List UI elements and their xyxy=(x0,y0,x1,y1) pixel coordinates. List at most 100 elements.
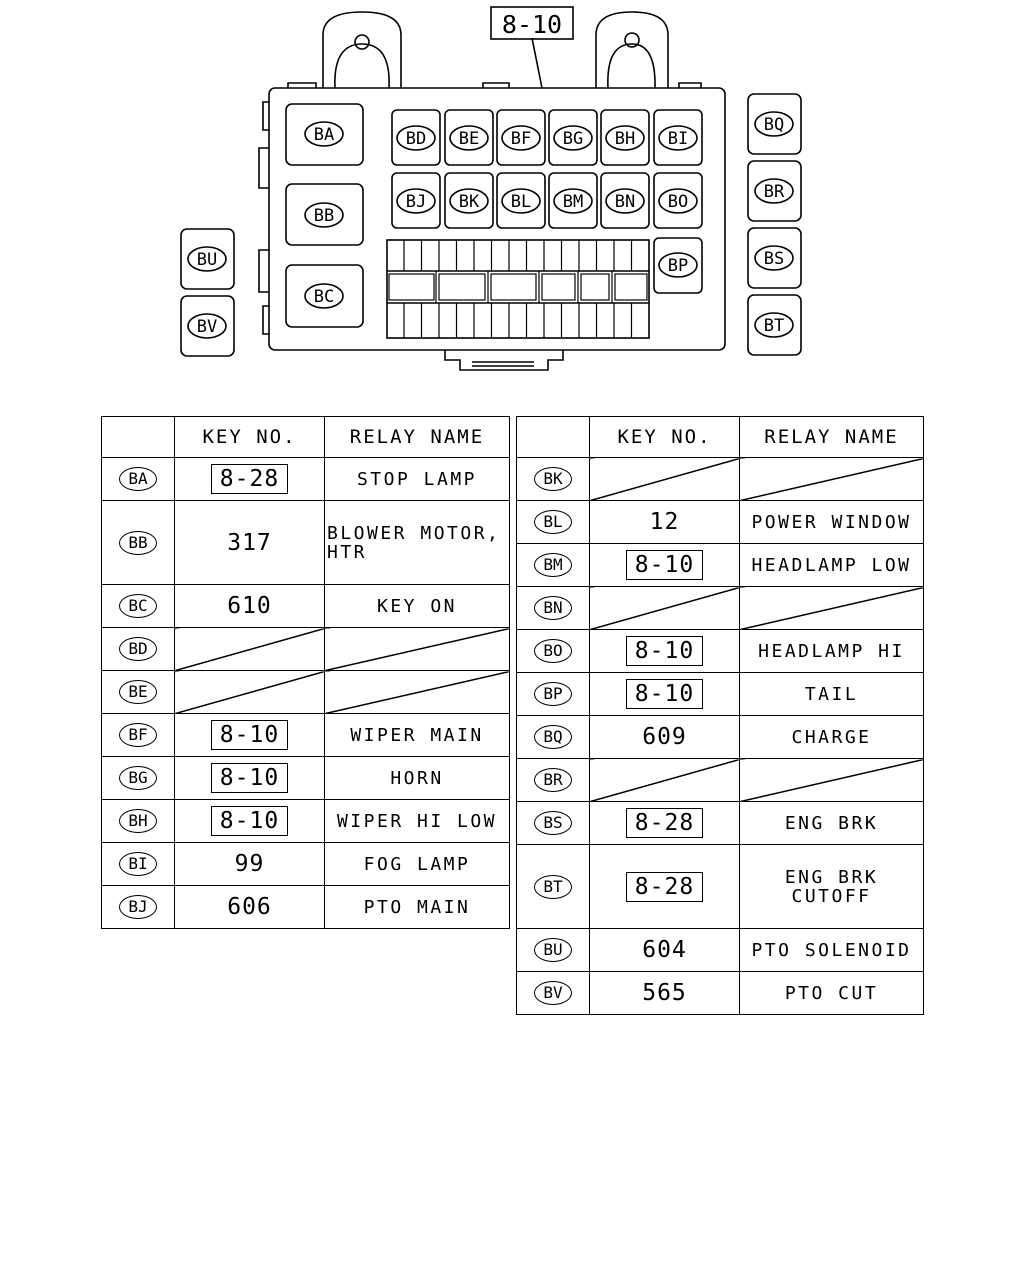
relay-ba: BA xyxy=(304,121,344,147)
key-no: 8-28 xyxy=(625,808,704,838)
header-code xyxy=(516,416,590,458)
relay-code-cell: BR xyxy=(516,758,590,802)
relay-code: BQ xyxy=(534,725,572,749)
relay-bs: BS xyxy=(754,245,794,271)
relay-name-cell: POWER WINDOW xyxy=(739,500,924,544)
svg-text:BN: BN xyxy=(615,192,635,212)
key-no: 606 xyxy=(227,894,272,920)
relay-code: BN xyxy=(534,596,572,620)
relay-code-cell: BG xyxy=(101,756,175,800)
table-row: BR xyxy=(516,758,924,802)
relay-name: PTO MAIN xyxy=(363,897,471,918)
key-no-cell xyxy=(589,758,740,802)
key-no-cell: 12 xyxy=(589,500,740,544)
relay-code: BI xyxy=(119,852,157,876)
key-no-cell: 8-10 xyxy=(174,799,325,843)
relay-code: BB xyxy=(119,530,157,555)
relay-bq: BQ xyxy=(754,111,794,137)
relay-code: BF xyxy=(119,723,157,747)
relay-code-cell: BB xyxy=(101,500,175,585)
relay-be: BE xyxy=(449,125,489,151)
key-no-cell: 99 xyxy=(174,842,325,886)
relay-name-cell xyxy=(324,627,510,671)
relay-code-cell: BO xyxy=(516,629,590,673)
key-no-cell: 8-28 xyxy=(589,801,740,845)
relay-name-cell: BLOWER MOTOR, HTR xyxy=(324,500,510,585)
relay-name: HEADLAMP HI xyxy=(758,641,905,662)
svg-text:BR: BR xyxy=(764,182,785,202)
relay-code: BJ xyxy=(119,895,157,919)
relay-name-cell xyxy=(739,457,924,501)
relay-bv: BV xyxy=(187,313,227,339)
key-no: 8-10 xyxy=(625,679,704,709)
key-no-cell xyxy=(174,627,325,671)
relay-code: BP xyxy=(534,682,572,706)
relay-code-cell: BL xyxy=(516,500,590,544)
relay-code: BD xyxy=(119,637,157,661)
key-no: 317 xyxy=(227,529,272,556)
relay-bh: BH xyxy=(605,125,645,151)
relay-code-cell: BA xyxy=(101,457,175,501)
table-row: BJ 606 PTO MAIN xyxy=(101,885,510,929)
relay-name-cell: HEADLAMP HI xyxy=(739,629,924,673)
relay-bf: BF xyxy=(501,125,541,151)
relay-code-cell: BQ xyxy=(516,715,590,759)
relay-code: BA xyxy=(119,467,157,491)
relay-code-cell: BH xyxy=(101,799,175,843)
key-no-cell: 8-10 xyxy=(174,756,325,800)
key-no: 8-10 xyxy=(210,763,289,793)
relay-bg: BG xyxy=(553,125,593,151)
key-no: 610 xyxy=(227,593,272,619)
relay-bl: BL xyxy=(501,188,541,214)
svg-text:BC: BC xyxy=(314,287,334,307)
relay-code-cell: BD xyxy=(101,627,175,671)
key-no: 565 xyxy=(642,980,687,1006)
relay-name: PTO CUT xyxy=(784,983,879,1004)
svg-text:BJ: BJ xyxy=(406,192,426,212)
svg-text:BE: BE xyxy=(459,129,479,149)
header-relay-name: RELAY NAME xyxy=(324,416,510,458)
svg-text:BO: BO xyxy=(668,192,688,212)
svg-text:BA: BA xyxy=(314,125,334,145)
relay-name: ENG BRK CUTOFF xyxy=(784,866,879,907)
key-no-cell: 8-10 xyxy=(589,629,740,673)
svg-text:BK: BK xyxy=(459,192,480,212)
svg-text:BF: BF xyxy=(511,129,531,149)
relay-code: BH xyxy=(119,809,157,833)
key-no-cell: 604 xyxy=(589,928,740,972)
relay-bt: BT xyxy=(754,312,794,338)
relay-code-cell: BE xyxy=(101,670,175,714)
header-relay-name: RELAY NAME xyxy=(739,416,924,458)
key-no-cell xyxy=(174,670,325,714)
relay-code: BR xyxy=(534,768,572,792)
relay-bm: BM xyxy=(553,188,593,214)
relay-code-cell: BC xyxy=(101,584,175,628)
relay-code-cell: BJ xyxy=(101,885,175,929)
relay-code-cell: BK xyxy=(516,457,590,501)
relay-name: HEADLAMP LOW xyxy=(751,555,912,576)
relay-br: BR xyxy=(754,178,794,204)
relay-name: STOP LAMP xyxy=(356,469,478,490)
relay-code-cell: BN xyxy=(516,586,590,630)
relay-name: BLOWER MOTOR, HTR xyxy=(327,522,501,563)
relay-bc: BC xyxy=(304,283,344,309)
relay-name-cell: PTO CUT xyxy=(739,971,924,1015)
svg-text:BL: BL xyxy=(511,192,531,212)
key-no-cell: 8-28 xyxy=(174,457,325,501)
relay-name-cell xyxy=(739,758,924,802)
relay-bu: BU xyxy=(187,246,227,272)
relay-bn: BN xyxy=(605,188,645,214)
svg-text:BH: BH xyxy=(615,129,635,149)
relay-code-cell: BF xyxy=(101,713,175,757)
relay-name-cell: WIPER MAIN xyxy=(324,713,510,757)
